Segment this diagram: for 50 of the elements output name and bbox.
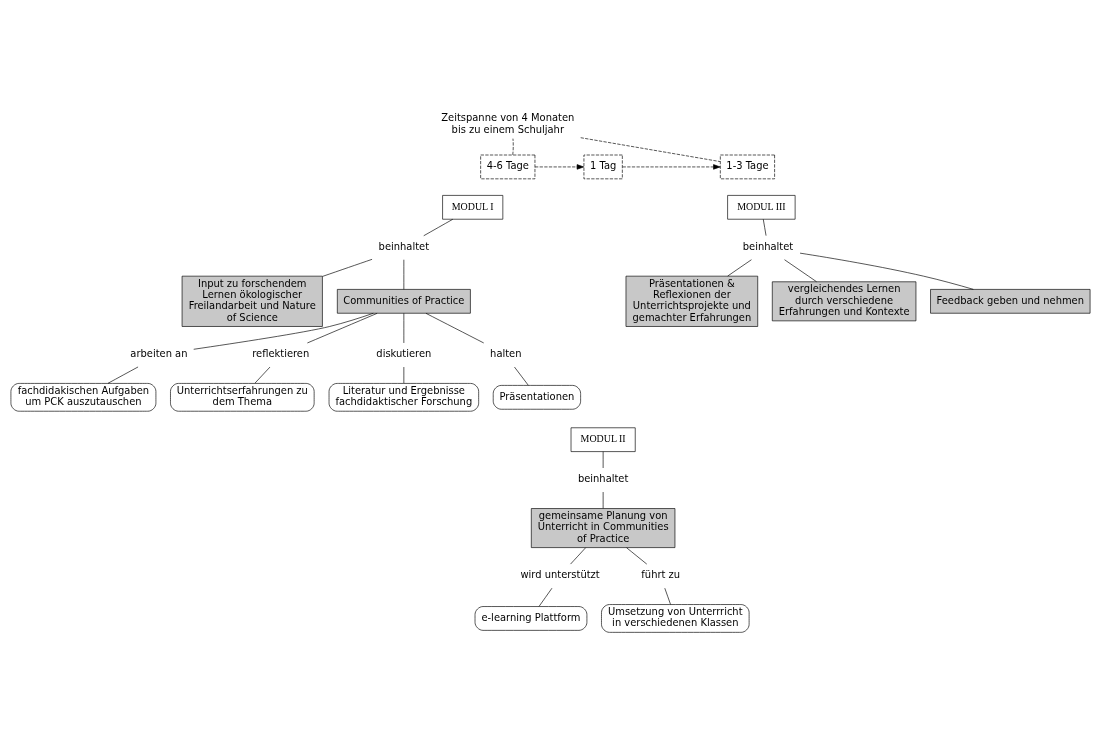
connector xyxy=(538,587,553,607)
node-box: MODUL I xyxy=(442,194,504,220)
node-box: fachdidakischen Aufgaben um PCK auszutauschen xyxy=(10,382,157,412)
node-text: Zeitspanne von 4 Monaten bis zu einem Schuljahr xyxy=(441,111,575,134)
node-box: Input zu forschendem Lernen ökologischer Freilandarbeit und Nature of Science xyxy=(181,275,323,327)
arrow xyxy=(622,163,721,170)
connector xyxy=(626,546,648,564)
node-text: beinhaltet xyxy=(378,240,430,252)
arrow xyxy=(534,163,585,170)
node-text: reflektieren xyxy=(252,347,310,359)
connector xyxy=(403,258,405,290)
node-text: beinhaltet xyxy=(577,472,629,484)
node-text: arbeiten an xyxy=(130,347,188,359)
connector xyxy=(602,450,604,468)
connector xyxy=(107,366,139,384)
connector xyxy=(784,258,817,282)
node-box: gemeinsame Planung von Unterricht in Communities of Practice xyxy=(530,507,676,548)
connector xyxy=(403,312,405,343)
node-box: 4-6 Tage xyxy=(480,154,536,179)
node-box: MODUL III xyxy=(727,194,796,220)
node-box: Präsentationen & Reflexionen der Unterrichtsprojekte und gemachter Erfahrungen xyxy=(625,275,759,327)
node-box: Umsetzung von Unterrricht in verschiedenen Klassen xyxy=(601,603,750,633)
connector xyxy=(514,366,529,386)
node-box: Präsentationen xyxy=(492,384,581,410)
node-box: MODUL II xyxy=(570,426,636,452)
connector xyxy=(322,258,373,277)
connector xyxy=(193,312,374,350)
node-box: Unterrichtserfahrungen zu dem Thema xyxy=(170,382,315,412)
connector xyxy=(762,218,767,236)
connector xyxy=(727,258,752,276)
connector xyxy=(799,252,974,290)
connector xyxy=(602,491,604,509)
node-text: führt zu xyxy=(641,568,681,580)
node-box: Feedback geben und nehmen xyxy=(930,288,1091,314)
connector xyxy=(425,312,485,343)
node-box: 1-3 Tage xyxy=(720,154,775,179)
connector xyxy=(580,136,721,162)
node-text: wird unterstützt xyxy=(520,568,600,580)
node-text: halten xyxy=(490,347,522,359)
node-text: beinhaltet xyxy=(742,240,794,252)
node-box: e-learning Plattform xyxy=(474,605,588,631)
connector xyxy=(423,218,454,236)
node-box: vergleichendes Lernen durch verschiedene Erfahrungen und Kontexte xyxy=(771,280,917,321)
connector xyxy=(664,587,671,605)
node-box: Communities of Practice xyxy=(337,288,471,314)
connector xyxy=(570,546,586,564)
node-text: diskutieren xyxy=(376,347,432,359)
connector xyxy=(307,312,378,343)
node-box: 1 Tag xyxy=(583,154,623,179)
node-box: Literatur und Ergebnisse fachdidaktischer Forschung xyxy=(328,382,479,412)
